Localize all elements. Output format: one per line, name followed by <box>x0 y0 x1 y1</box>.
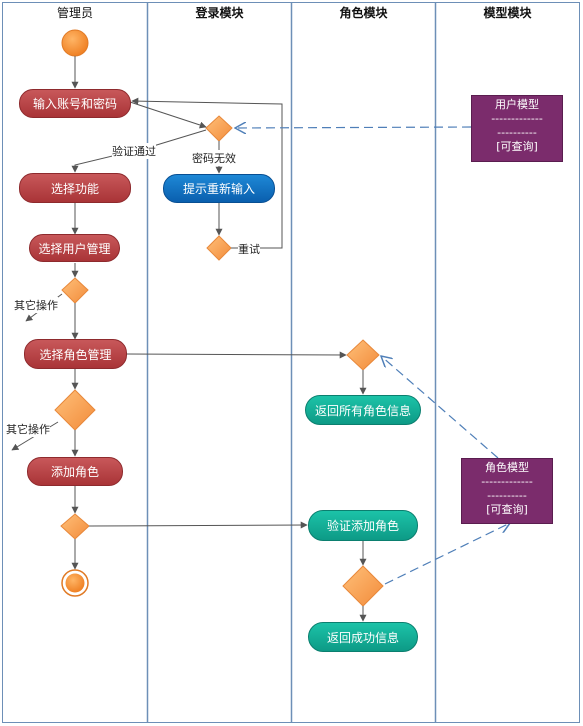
action-return-success: 返回成功信息 <box>308 622 418 652</box>
start-node <box>61 29 89 57</box>
object-role-model: 角色模型 ------------- ---------- [可查询] <box>461 458 553 524</box>
decision-role-mgmt <box>54 389 96 431</box>
role-model-title: 角色模型 <box>485 461 529 474</box>
lane-title-model: 模型模块 <box>483 6 532 20</box>
object-user-model: 用户模型 ------------- ---------- [可查询] <box>471 95 563 162</box>
label-invalid-password: 密码无效 <box>192 150 236 166</box>
action-return-all-roles: 返回所有角色信息 <box>305 395 421 425</box>
action-select-user-mgmt: 选择用户管理 <box>29 234 120 262</box>
dashflow-role-model-query <box>381 356 499 459</box>
decision-verify <box>342 565 384 607</box>
label-other-ops-1: 其它操作 <box>14 297 58 313</box>
label-verified: 验证通过 <box>112 143 156 159</box>
role-model-separator-1: ------------- <box>481 475 533 488</box>
role-model-separator-2: ---------- <box>487 489 527 502</box>
action-verify-add-role: 验证添加角色 <box>308 510 418 541</box>
action-enter-credentials: 输入账号和密码 <box>19 89 131 118</box>
user-model-title: 用户模型 <box>495 98 539 111</box>
action-select-role-mgmt: 选择角色管理 <box>24 339 127 369</box>
decision-user-mgmt <box>61 277 89 304</box>
flow-decision-to-verify <box>88 521 308 529</box>
action-select-function: 选择功能 <box>19 173 131 203</box>
decision-retry <box>206 235 232 261</box>
label-retry: 重试 <box>238 241 260 257</box>
dashflow-verify-role-model <box>384 523 510 585</box>
user-model-separator-1: ------------- <box>491 112 543 125</box>
decision-add-role <box>60 513 90 540</box>
flow-enter-to-decision <box>129 101 207 129</box>
label-other-ops-2: 其它操作 <box>6 421 50 437</box>
user-model-separator-2: ---------- <box>497 126 537 139</box>
user-model-query: [可查询] <box>496 140 538 153</box>
end-node-inner <box>65 573 85 593</box>
action-add-role: 添加角色 <box>27 457 123 486</box>
lane-title-admin: 管理员 <box>56 6 93 20</box>
lane-title-role: 角色模块 <box>339 6 388 20</box>
decision-login <box>205 115 233 142</box>
dashflow-user-model <box>235 127 472 128</box>
action-prompt-reenter: 提示重新输入 <box>163 174 275 203</box>
role-model-query: [可查询] <box>486 503 528 516</box>
flow-role-to-query <box>126 351 347 359</box>
lane-title-login: 登录模块 <box>195 6 244 20</box>
decision-role-query <box>346 339 380 371</box>
